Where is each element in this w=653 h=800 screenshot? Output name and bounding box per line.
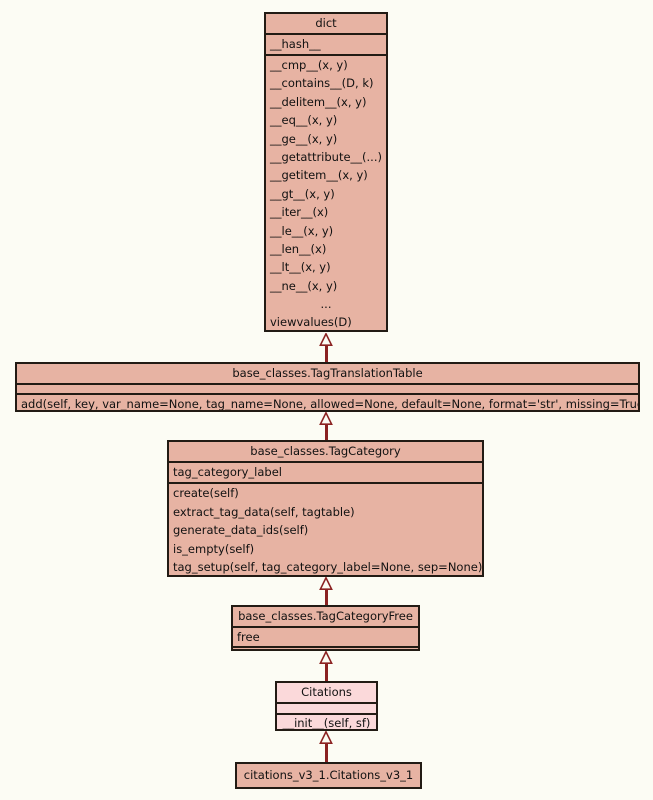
member-row: __iter__(x) <box>270 205 329 220</box>
inheritance-arrow <box>319 333 333 362</box>
member-row: tag_setup(self, tag_category_label=None,… <box>173 560 482 575</box>
class-box-tag-category: base_classes.TagCategory tag_category_la… <box>167 440 484 577</box>
inheritance-arrow <box>319 412 333 440</box>
methods-section: add(self, key, var_name=None, tag_name=N… <box>17 393 638 411</box>
member-row: create(self) <box>173 486 239 500</box>
member-row: add(self, key, var_name=None, tag_name=N… <box>21 397 638 411</box>
attributes-section: free <box>233 626 418 646</box>
inheritance-arrow <box>319 651 333 681</box>
hollow-triangle-icon <box>319 731 333 744</box>
class-box-dict: dict __hash__ __cmp__(x, y) __contains__(… <box>264 12 388 332</box>
member-row: viewvalues(D) <box>270 315 352 330</box>
class-title: base_classes.TagTranslationTable <box>232 366 423 380</box>
inheritance-arrow <box>319 577 333 605</box>
member-row: __contains__(D, k) <box>270 76 374 91</box>
methods-section: __init__(self, sf) <box>277 713 376 730</box>
member-row: tag_category_label <box>173 465 282 479</box>
arrow-shaft <box>324 346 328 362</box>
member-row: free <box>237 630 260 644</box>
attributes-section: __hash__ <box>266 33 386 54</box>
member-row: __cmp__(x, y) <box>270 58 348 72</box>
member-row: __ge__(x, y) <box>270 131 338 146</box>
attributes-section <box>17 383 638 393</box>
methods-section: __cmp__(x, y) __contains__(D, k) __delitem… <box>266 54 386 330</box>
member-row: ... <box>320 297 332 312</box>
member-row: __gt__(x, y) <box>270 186 335 201</box>
class-box-tag-category-free: base_classes.TagCategoryFree free <box>231 605 420 651</box>
member-row: __getattribute__(...) <box>270 149 382 164</box>
arrow-shaft <box>324 590 328 605</box>
arrow-shaft <box>324 744 328 762</box>
class-title: base_classes.TagCategoryFree <box>238 609 413 623</box>
member-row: is_empty(self) <box>173 541 255 556</box>
attributes-section: tag_category_label <box>169 461 482 482</box>
class-title: citations_v3_1.Citations_v3_1 <box>243 768 414 782</box>
class-box-citations: Citations __init__(self, sf) <box>275 681 378 731</box>
member-row: extract_tag_data(self, tagtable) <box>173 504 355 519</box>
class-title: Citations <box>301 685 352 699</box>
member-row: __getitem__(x, y) <box>270 168 368 183</box>
class-title: dict <box>315 16 337 30</box>
member-row: __delitem__(x, y) <box>270 94 367 109</box>
inheritance-arrow <box>319 731 333 762</box>
member-row: __lt__(x, y) <box>270 260 331 275</box>
hollow-triangle-icon <box>319 577 333 590</box>
arrow-shaft <box>324 664 328 681</box>
member-row: __ne__(x, y) <box>270 278 338 293</box>
class-title: base_classes.TagCategory <box>250 444 401 458</box>
methods-section <box>233 646 418 649</box>
hollow-triangle-icon <box>319 651 333 664</box>
class-box-tag-translation-table: base_classes.TagTranslationTable add(sel… <box>15 362 640 412</box>
member-row: __hash__ <box>270 37 321 51</box>
class-box-citations-v3-1: citations_v3_1.Citations_v3_1 <box>235 762 422 789</box>
attributes-section <box>277 702 376 713</box>
member-row: __eq__(x, y) <box>270 113 338 128</box>
member-row: __le__(x, y) <box>270 223 334 238</box>
member-row: __init__(self, sf) <box>282 716 371 730</box>
member-row: __len__(x) <box>270 241 327 256</box>
hollow-triangle-icon <box>319 333 333 346</box>
methods-section: create(self) extract_tag_data(self, tagta… <box>169 482 482 575</box>
hollow-triangle-icon <box>319 412 333 425</box>
member-row: generate_data_ids(self) <box>173 523 309 538</box>
arrow-shaft <box>324 425 328 440</box>
